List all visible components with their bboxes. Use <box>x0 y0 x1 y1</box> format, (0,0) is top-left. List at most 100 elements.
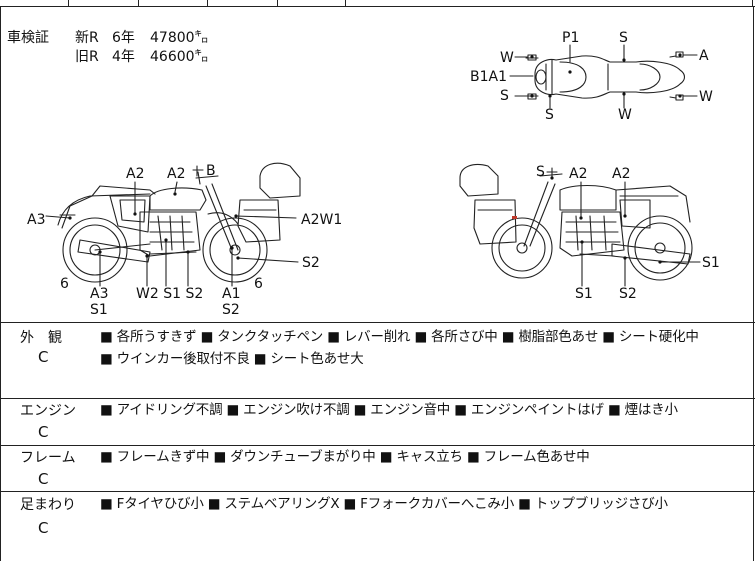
finding: ダウンチューブまがり中 <box>230 449 376 465</box>
right-border <box>753 6 754 561</box>
section-grade-exterior: C <box>38 348 49 366</box>
label-left-a3-bottom: A3 <box>90 286 108 302</box>
findings-suspension: ■ Fタイヤひび小 ■ ステムベアリングX ■ Fフォークカバーへこみ小 ■ ト… <box>100 496 668 512</box>
label-left-6-a: 6 <box>60 276 69 292</box>
top-tick <box>345 0 346 6</box>
label-left-s2: S2 <box>222 302 240 318</box>
label-right-s: S <box>536 164 545 180</box>
bullet-icon: ■ <box>602 329 615 345</box>
right-view-outline <box>459 163 701 287</box>
label-left-a3: A3 <box>27 212 45 228</box>
top-tick <box>68 0 69 6</box>
damage-dots <box>68 53 682 264</box>
bullet-icon: ■ <box>454 402 467 418</box>
label-right-s1-right: S1 <box>702 255 720 271</box>
label-left-a1: A1 <box>222 286 240 302</box>
finding: 各所うすきず <box>116 329 197 345</box>
bullet-icon: ■ <box>100 402 113 418</box>
label-right-s2: S2 <box>619 286 637 302</box>
registration-label: 車検証 <box>7 30 49 46</box>
finding: トップブリッジさび小 <box>534 496 668 512</box>
bullet-icon: ■ <box>466 449 480 465</box>
bullet-icon: ■ <box>353 402 367 418</box>
findings-exterior-line1: ■ 各所うすきず ■ タンクタッチペン ■ レバー削れ ■ 各所さび中 ■ 樹脂… <box>100 329 699 345</box>
finding: キャス立ち <box>396 449 463 465</box>
section-divider <box>0 322 755 323</box>
registration-km-old: 46600㌔ <box>150 49 209 65</box>
registration-years-old: 4年 <box>112 49 135 65</box>
finding: ステムベアリングX <box>224 496 340 512</box>
finding: タンクタッチペン <box>217 329 324 345</box>
finding: 各所さび中 <box>431 329 498 345</box>
finding: 煙はき小 <box>624 402 678 418</box>
bullet-icon: ■ <box>100 351 113 367</box>
bullet-icon: ■ <box>607 402 621 418</box>
top-border <box>0 6 755 7</box>
bullet-icon: ■ <box>414 329 427 345</box>
label-left-s1: S1 <box>90 302 108 318</box>
bullet-icon: ■ <box>226 402 240 418</box>
finding: アイドリング不調 <box>116 402 223 418</box>
label-top-s-left: S <box>500 88 509 104</box>
registration-era-new: 新R <box>75 30 99 46</box>
label-left-a2-b: A2 <box>167 166 185 182</box>
section-grade-frame: C <box>38 470 49 488</box>
finding: エンジン吹け不調 <box>243 402 350 418</box>
label-top-p1: P1 <box>562 30 579 46</box>
finding: Fフォークカバーへこみ小 <box>360 496 515 512</box>
bullet-icon: ■ <box>207 496 221 512</box>
section-divider <box>0 398 755 399</box>
finding: エンジンペイントはげ <box>470 402 604 418</box>
top-tick <box>138 0 139 6</box>
label-left-6-b: 6 <box>254 276 263 292</box>
registration-km-new: 47800㌔ <box>150 30 209 46</box>
label-left-b: B <box>206 163 216 179</box>
finding: ウインカー後取付不良 <box>116 351 250 367</box>
bullet-icon: ■ <box>100 329 113 345</box>
section-divider <box>0 445 755 446</box>
bullet-icon: ■ <box>343 496 357 512</box>
damage-mark <box>512 216 517 219</box>
finding: シート色あせ大 <box>270 351 364 367</box>
findings-frame: ■ フレームきず中 ■ ダウンチューブまがり中 ■ キャス立ち ■ フレーム色あ… <box>100 449 590 465</box>
bullet-icon: ■ <box>100 496 113 512</box>
bullet-icon: ■ <box>100 449 113 465</box>
bullet-icon: ■ <box>213 449 227 465</box>
section-label-engine: エンジン <box>20 403 76 419</box>
registration-era-old: 旧R <box>75 49 99 65</box>
label-right-s1: S1 <box>575 286 593 302</box>
bullet-icon: ■ <box>379 449 393 465</box>
bullet-icon: ■ <box>200 329 214 345</box>
registration-years-new: 6年 <box>112 30 135 46</box>
label-left-a2w1: A2W1 <box>301 212 342 228</box>
top-tick <box>207 0 208 6</box>
label-left-a2-a: A2 <box>126 166 144 182</box>
section-grade-suspension: C <box>38 519 49 537</box>
label-top-w-right: W <box>699 89 713 105</box>
section-divider <box>0 491 755 492</box>
bullet-icon: ■ <box>518 496 531 512</box>
left-view-outline <box>45 162 301 287</box>
label-right-a2-b: A2 <box>612 166 630 182</box>
finding: エンジン音中 <box>370 402 451 418</box>
findings-engine: ■ アイドリング不調 ■ エンジン吹け不調 ■ エンジン音中 ■ エンジンペイン… <box>100 402 678 418</box>
label-left-s2-right: S2 <box>302 255 320 271</box>
label-top-b1a1: B1A1 <box>470 69 507 85</box>
finding: フレーム色あせ中 <box>483 449 590 465</box>
label-top-s: S <box>619 30 628 46</box>
label-top-w-bottom: W <box>618 107 632 123</box>
finding: 樹脂部色あせ <box>518 329 599 345</box>
label-right-a2-a: A2 <box>569 166 587 182</box>
label-top-s-bottom: S <box>545 107 554 123</box>
section-label-suspension: 足まわり <box>20 497 76 513</box>
bullet-icon: ■ <box>327 329 340 345</box>
bullet-icon: ■ <box>501 329 515 345</box>
section-label-frame: フレーム <box>20 450 76 466</box>
top-view-outline <box>509 44 698 109</box>
top-tick <box>752 0 753 6</box>
finding: レバー削れ <box>343 329 411 345</box>
label-top-a: A <box>699 48 709 64</box>
label-top-w-left: W <box>500 50 514 66</box>
section-grade-engine: C <box>38 423 49 441</box>
